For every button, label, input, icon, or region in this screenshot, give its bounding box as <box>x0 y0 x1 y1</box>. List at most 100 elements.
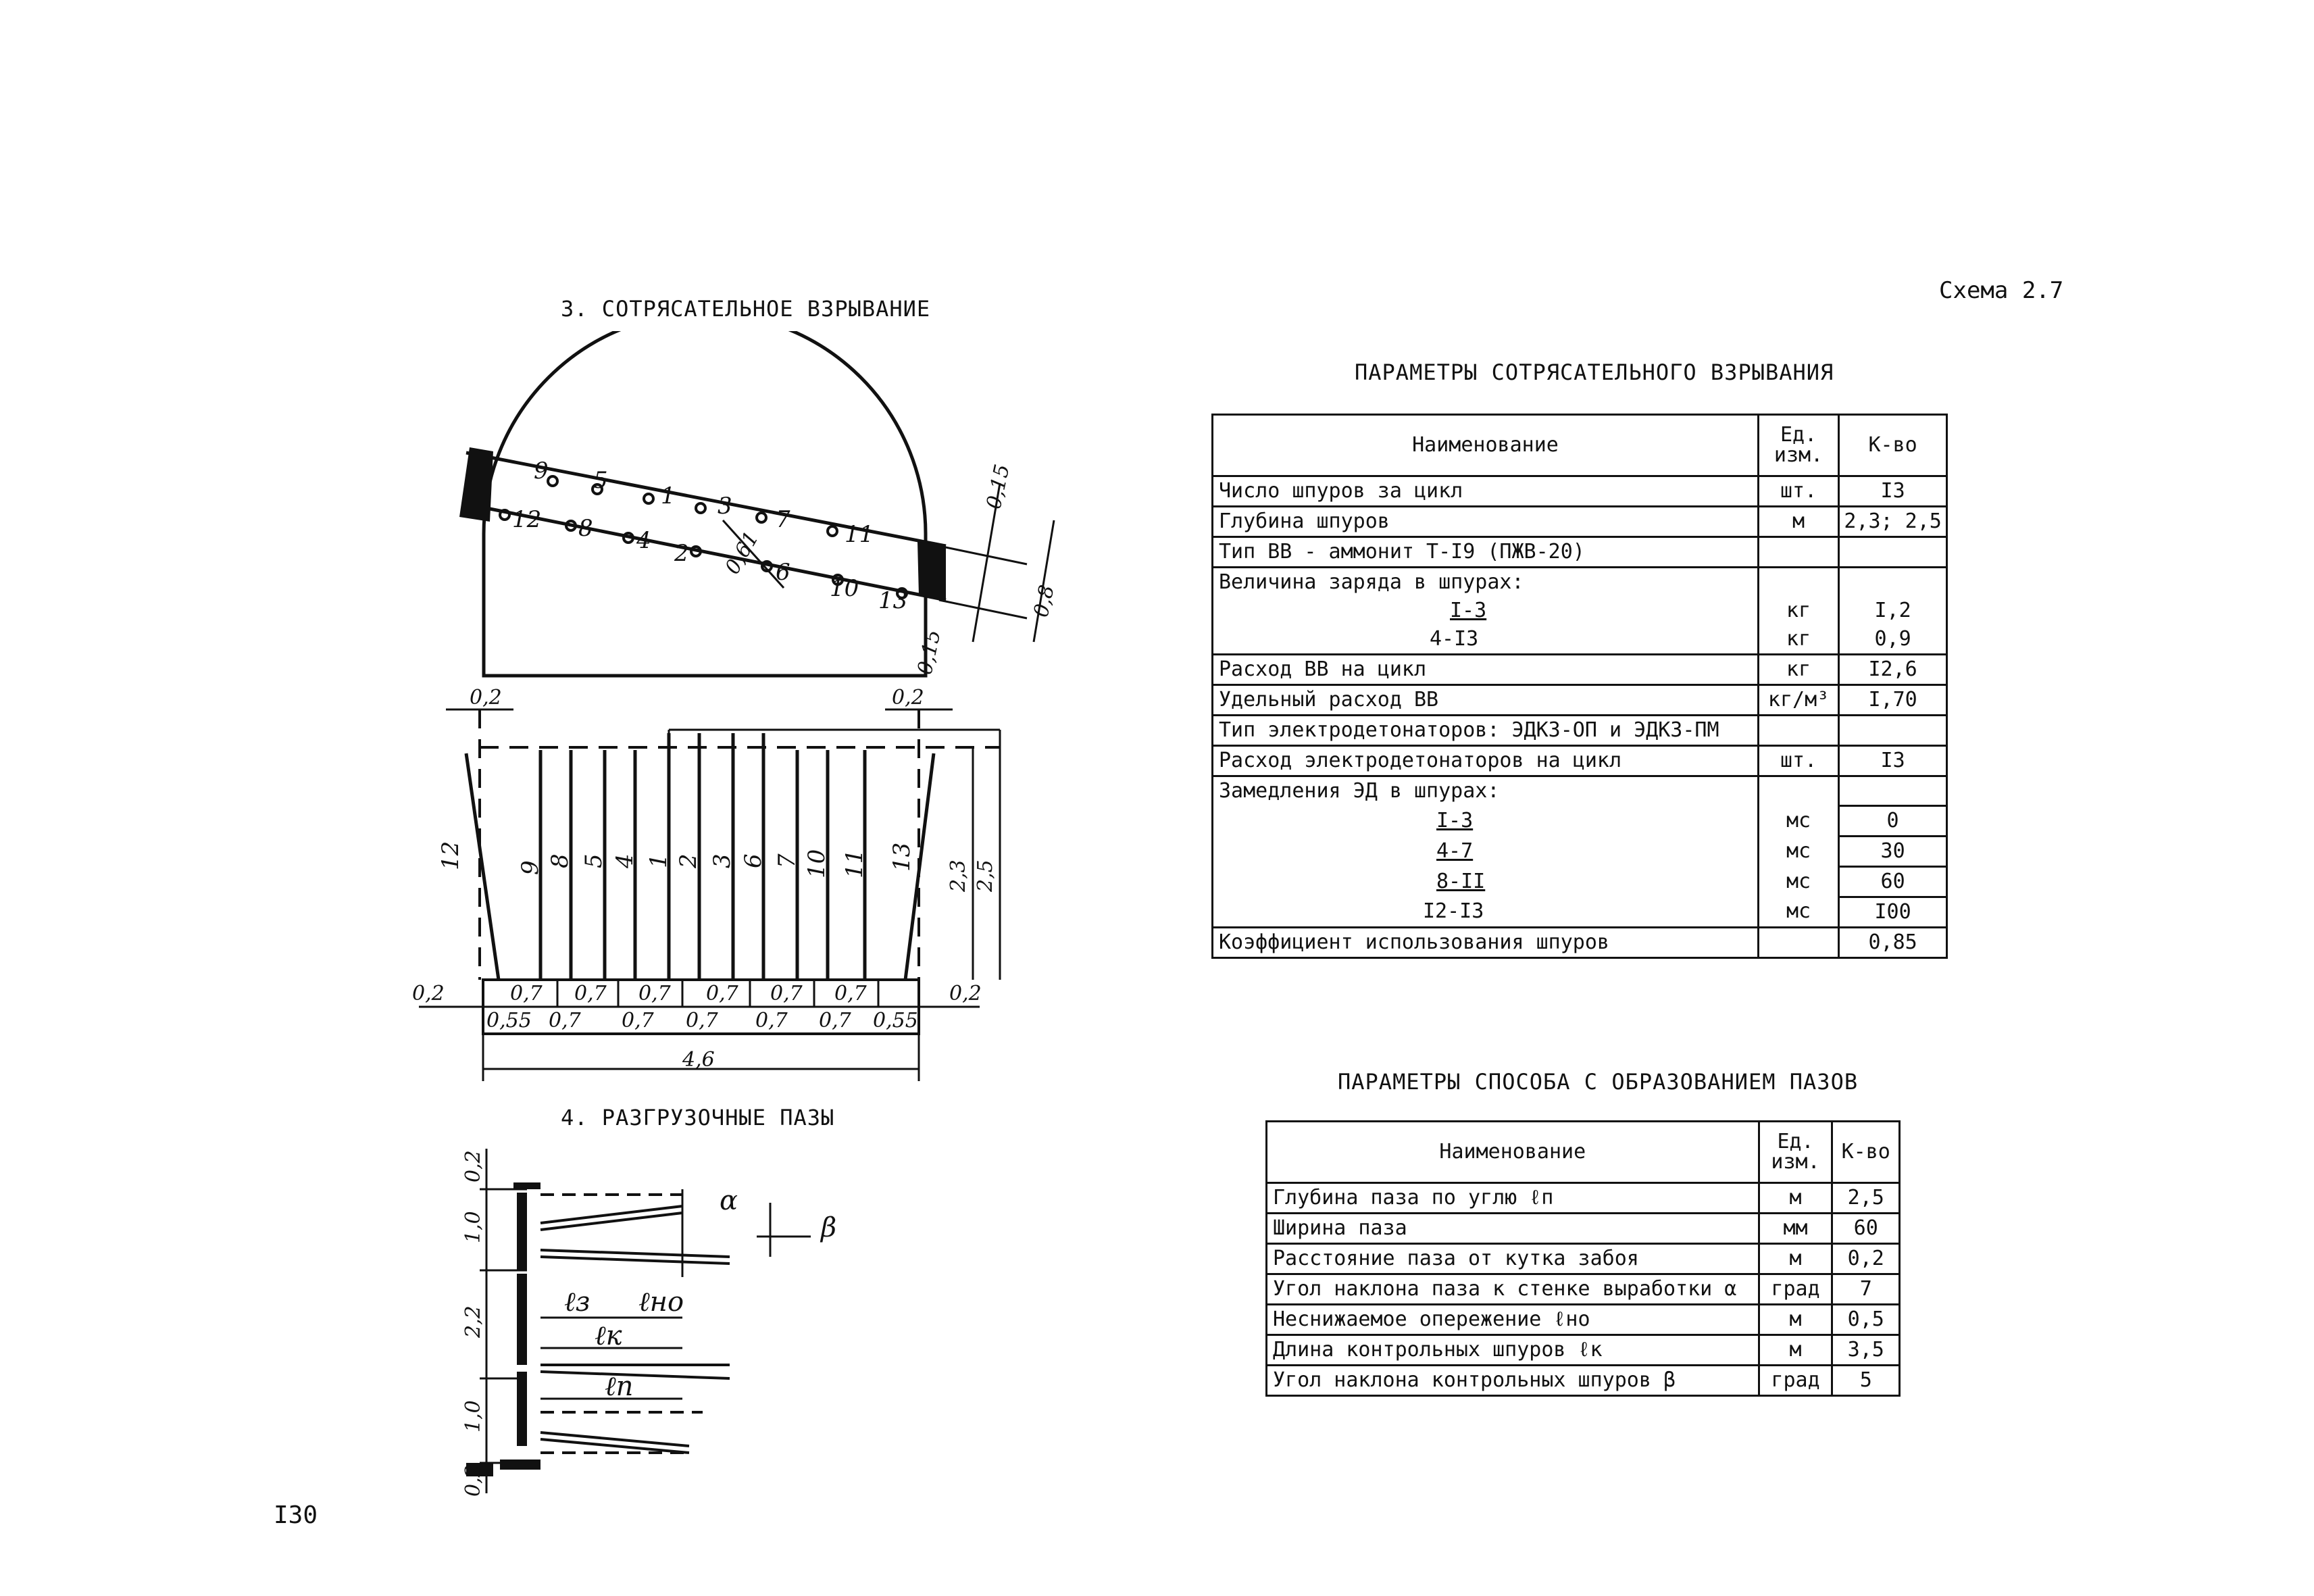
table-row: Тип электродетонаторов: ЭДКЗ-ОП и ЭДКЗ-П… <box>1211 714 1948 747</box>
hole-marker <box>755 512 768 524</box>
plan-hole-label: 7 <box>774 853 801 868</box>
slot-ln: ℓп <box>605 1371 633 1402</box>
dim-ext-bot <box>938 599 1028 620</box>
table-row: Тип ВВ - аммонит Т-I9 (ПЖВ-20) <box>1211 536 1948 568</box>
slot-l3: ℓз <box>564 1287 590 1318</box>
slot-alpha: α <box>720 1185 738 1216</box>
hole-label: 10 <box>830 575 859 602</box>
hole-marker <box>591 483 603 495</box>
dim-061: 0,61 <box>721 528 764 578</box>
plan-hole-label: 4 <box>611 853 638 869</box>
col-header-unit: Ед. изм. <box>1757 414 1840 477</box>
plan-hole-label: 3 <box>709 853 736 868</box>
plan-hole-label: 6 <box>740 853 767 868</box>
dim-row2: 0,7 <box>549 1009 582 1032</box>
dim-top-left: 0,2 <box>470 686 502 709</box>
hole-marker <box>826 525 838 537</box>
hole-label: 7 <box>776 506 790 533</box>
hole-marker <box>643 493 655 505</box>
plan-hole-label: 8 <box>547 853 574 868</box>
hole-marker <box>832 574 844 586</box>
dim-row1: 0,7 <box>834 982 867 1005</box>
table1-header-row: Наименование Ед. изм. К-во <box>1211 414 1948 477</box>
hole-marker <box>622 532 634 544</box>
plan-hole-label: 1 <box>645 853 672 868</box>
band-end-left <box>459 447 493 522</box>
table-row: Величина заряда в шпурах: <box>1211 566 1948 597</box>
dim-row2: 0,7 <box>819 1009 852 1032</box>
band-top-line <box>466 451 947 548</box>
hole-12 <box>464 753 501 980</box>
plan-drawing: 12 9 8 5 4 1 2 3 6 7 10 11 13 0,2 0,2 0,… <box>412 686 1001 1081</box>
dim-depth-23: 2,3 <box>947 859 970 893</box>
col-header-value: К-во <box>1838 414 1948 477</box>
hole-label: 3 <box>718 493 732 520</box>
dim-total: 4,6 <box>682 1048 715 1072</box>
slot-dim: 0,2 <box>461 1150 485 1182</box>
dim-row1: 0,7 <box>638 982 672 1005</box>
plan-hole-label: 5 <box>580 853 607 868</box>
hole-label: 2 <box>674 540 689 567</box>
dim-ext-top <box>938 545 1028 566</box>
working-outline <box>482 331 928 678</box>
hole-marker <box>896 587 908 599</box>
slot-lk: ℓк <box>595 1320 622 1351</box>
hole-13 <box>903 753 936 980</box>
hole-marker <box>565 520 577 532</box>
slot-dim: 1,0 <box>461 1400 485 1432</box>
table2-title: ПАРАМЕТРЫ СПОСОБА С ОБРАЗОВАНИЕМ ПАЗОВ <box>1338 1069 1859 1095</box>
dim-side-right: 0,2 <box>949 982 982 1005</box>
slot-dim: 1,0 <box>461 1211 485 1243</box>
col-header-name: Наименование <box>1211 414 1759 477</box>
hole-label: 1 <box>661 482 676 509</box>
dim-row1: 0,7 <box>770 982 803 1005</box>
plan-hole-label: 12 <box>437 841 464 870</box>
dim-row1: 0,7 <box>510 982 543 1005</box>
table-row: Замедления ЭД в шпурах: <box>1211 775 1948 805</box>
dim-row2: 0,7 <box>755 1009 788 1032</box>
plan-hole-label: 10 <box>803 849 830 878</box>
hole-label: 11 <box>845 521 874 548</box>
hole-label: 4 <box>636 527 651 554</box>
scheme-label: Схема 2.7 <box>1939 277 2064 304</box>
slot-dim: 0,2 <box>461 1464 485 1497</box>
hole-label: 9 <box>534 457 549 484</box>
page-number: I30 <box>274 1501 318 1529</box>
plan-hole-label: 9 <box>517 860 544 875</box>
dim-015-top: 0,15 <box>982 462 1015 512</box>
heading-shaking-blasting: 3. СОТРЯСАТЕЛЬНОЕ ВЗРЫВАНИЕ <box>561 296 931 322</box>
dim-top-right: 0,2 <box>892 686 924 709</box>
hole-marker <box>690 545 702 557</box>
dim-row1: 0,7 <box>706 982 739 1005</box>
hole-label: 8 <box>578 515 593 542</box>
hole-marker <box>499 509 511 521</box>
plan-hole-label: 2 <box>675 853 702 869</box>
hole-marker <box>761 560 773 572</box>
slot-lno: ℓно <box>638 1287 684 1318</box>
dim-row2: 0,7 <box>686 1009 719 1032</box>
heading-relief-slots: 4. РАЗГРУЗОЧНЫЕ ПАЗЫ <box>561 1105 835 1130</box>
dim-side-left: 0,2 <box>412 982 445 1005</box>
hole-marker <box>695 502 707 514</box>
dim-depth-25: 2,5 <box>974 859 997 893</box>
band-end-right <box>917 542 946 601</box>
table2-header-row: Наименование Ед. изм. К-во <box>1265 1120 1901 1184</box>
